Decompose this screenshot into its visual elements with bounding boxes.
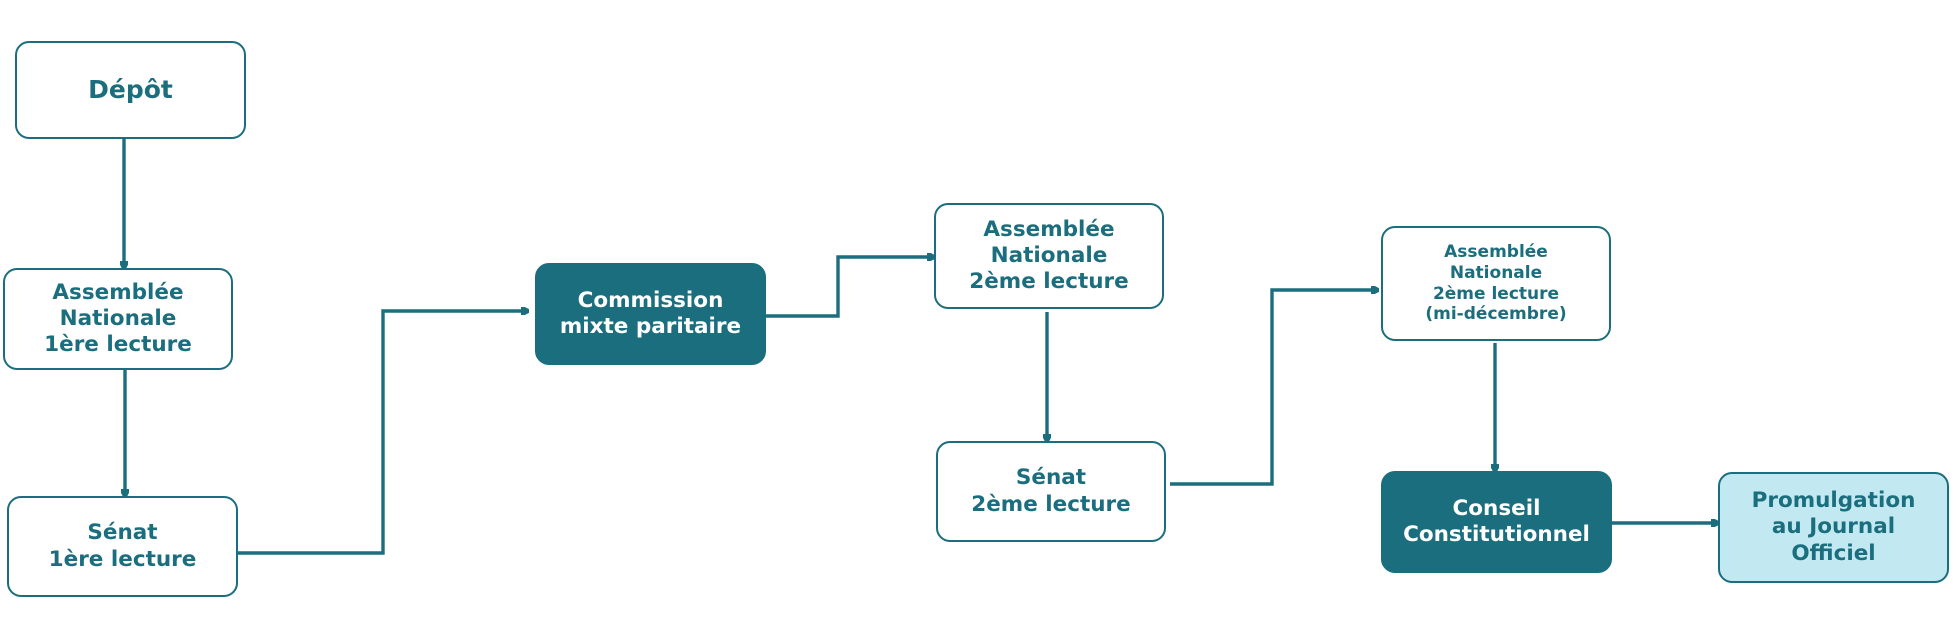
node-an-second-reading: Assemblée Nationale 2ème lecture	[934, 203, 1164, 309]
arrow-senat-1-to-cmp	[237, 311, 528, 555]
node-senat-second-reading: Sénat 2ème lecture	[936, 441, 1166, 542]
node-conseil-constitutionnel: Conseil Constitutionnel	[1381, 471, 1612, 573]
arrow-cmp-to-an-2	[766, 257, 934, 318]
arrow-senat-2-to-an-2-dec	[1170, 290, 1378, 486]
node-promulgation-journal-officiel: Promulgation au Journal Officiel	[1718, 472, 1949, 583]
node-an-second-reading-mid-december: Assemblée Nationale 2ème lecture (mi-déc…	[1381, 226, 1611, 341]
node-commission-mixte-paritaire: Commission mixte paritaire	[535, 263, 766, 365]
node-depot: Dépôt	[15, 41, 246, 139]
node-an-first-reading: Assemblée Nationale 1ère lecture	[3, 268, 233, 370]
node-senat-first-reading: Sénat 1ère lecture	[7, 496, 238, 597]
